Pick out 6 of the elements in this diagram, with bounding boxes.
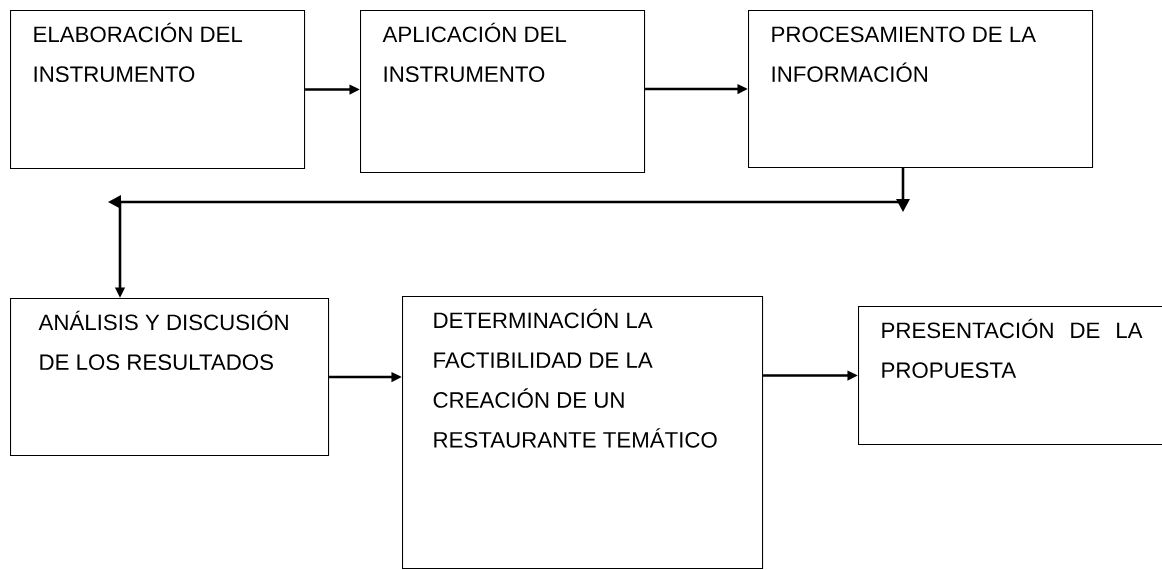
process-box: PROCESAMIENTO DE LA INFORMACIÓN xyxy=(748,10,1094,169)
process-box: ELABORACIÓN DEL INSTRUMENTO xyxy=(10,10,306,170)
process-box: APLICACIÓN DEL INSTRUMENTO xyxy=(360,10,646,174)
process-box: ANÁLISIS Y DISCUSIÓN DE LOS RESULTADOS xyxy=(10,298,330,457)
process-box: PRESENTACIÓN DE LA PROPUESTA xyxy=(858,306,1162,446)
process-box: DETERMINACIÓN LA FACTIBILIDAD DE LA CREACIÓN DE UN RESTAURANTE TEMÁTICO xyxy=(402,296,764,570)
